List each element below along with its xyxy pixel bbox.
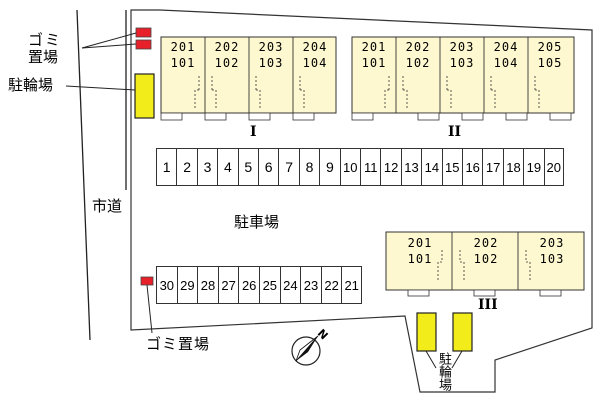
- bldg1-unit-201: 201: [170, 40, 196, 54]
- garbage-area-top-1: [135, 27, 152, 38]
- parking-stall: 22: [320, 266, 342, 304]
- building-3-name: III: [478, 297, 498, 313]
- parking-stall: 21: [341, 266, 362, 304]
- parking-stall: 5: [237, 148, 258, 186]
- parking-stall: 27: [217, 266, 239, 304]
- bicycle-label-left: 駐輪場: [8, 76, 54, 94]
- parking-stall: 9: [319, 148, 340, 186]
- bicycle-bottom-leader-2: [451, 350, 463, 369]
- parking-stall: 15: [441, 148, 462, 186]
- garbage-top-leader-1: [81, 32, 137, 49]
- bldg3-unit-202: 202: [473, 236, 499, 250]
- parking-stall: 17: [482, 148, 503, 186]
- bicycle-label-bottom-text: 駐輪場: [436, 352, 451, 391]
- parking-stall: 25: [259, 266, 280, 304]
- bldg2-unit-103: 103: [449, 56, 475, 70]
- bicycle-parking-bottom-1: [416, 312, 437, 352]
- parking-stall: 26: [238, 266, 259, 304]
- bldg1-unit-102: 102: [214, 56, 240, 70]
- bldg1-unit-104: 104: [302, 56, 328, 70]
- parking-stall: 24: [279, 266, 301, 304]
- garbage-area-bottom: [140, 276, 154, 286]
- parking-stall: 18: [502, 148, 524, 186]
- parking-stall: 20: [543, 148, 564, 186]
- parking-stall: 6: [258, 148, 279, 186]
- bicycle-label-bottom: 駐輪場: [436, 352, 452, 391]
- parking-stall: 2: [176, 148, 197, 186]
- bldg2-unit-105: 105: [537, 56, 563, 70]
- north-arrow-icon: [291, 335, 321, 366]
- bldg3-unit-201: 201: [407, 236, 433, 250]
- parking-label: 駐車場: [234, 213, 280, 231]
- garbage-label-top: ゴミ 置場: [28, 31, 63, 66]
- bldg2-unit-205: 205: [537, 40, 563, 54]
- bicycle-parking-left: [134, 73, 155, 119]
- bldg1-unit-103: 103: [258, 56, 284, 70]
- bldg2-unit-201: 201: [361, 40, 387, 54]
- garbage-area-top-2: [135, 39, 152, 50]
- bldg3-unit-103: 103: [539, 252, 565, 266]
- building-2-name: II: [448, 124, 462, 140]
- parking-stall: 4: [217, 148, 238, 186]
- bicycle-parking-bottom-2: [452, 312, 473, 352]
- parking-stall: 28: [197, 266, 218, 304]
- bldg3-unit-101: 101: [407, 252, 433, 266]
- parking-stall: 16: [462, 148, 483, 186]
- parking-stall: 8: [298, 148, 320, 186]
- garbage-label-bottom: ゴミ置場: [146, 335, 211, 353]
- building-1-name: I: [250, 124, 257, 140]
- bldg2-unit-202: 202: [405, 40, 431, 54]
- road-edge-left: [76, 9, 91, 341]
- bldg2-unit-204: 204: [493, 40, 519, 54]
- bldg1-unit-203: 203: [258, 40, 284, 54]
- parking-stall: 19: [523, 148, 544, 186]
- bldg1-unit-202: 202: [214, 40, 240, 54]
- bicycle-left-leader: [65, 85, 136, 91]
- building-1: [160, 36, 337, 121]
- parking-stall: 3: [196, 148, 218, 186]
- garbage-top-leader-2: [81, 43, 137, 49]
- building-2: [351, 36, 575, 121]
- city-road-label: 市道: [92, 197, 123, 215]
- bldg1-unit-204: 204: [302, 40, 328, 54]
- bldg2-unit-101: 101: [361, 56, 387, 70]
- building-3: [385, 231, 585, 297]
- bldg2-unit-203: 203: [449, 40, 475, 54]
- bldg1-unit-101: 101: [170, 56, 196, 70]
- parking-stall: 11: [360, 148, 381, 186]
- bldg3-unit-203: 203: [539, 236, 565, 250]
- parking-stall: 30: [156, 266, 177, 304]
- parking-stall: 7: [278, 148, 299, 186]
- garbage-bottom-leader: [146, 284, 153, 334]
- parking-stall: 29: [176, 266, 198, 304]
- lot-boundary: [130, 9, 593, 393]
- parking-stall: 23: [300, 266, 321, 304]
- parking-stall: 14: [421, 148, 442, 186]
- parking-stall: 13: [400, 148, 422, 186]
- parking-stall: 10: [339, 148, 360, 186]
- bldg2-unit-104: 104: [493, 56, 519, 70]
- parking-stall: 12: [380, 148, 401, 186]
- parking-stall: 1: [156, 148, 177, 186]
- bldg2-unit-102: 102: [405, 56, 431, 70]
- bicycle-bottom-leader-1: [425, 350, 437, 369]
- bldg3-unit-102: 102: [473, 252, 499, 266]
